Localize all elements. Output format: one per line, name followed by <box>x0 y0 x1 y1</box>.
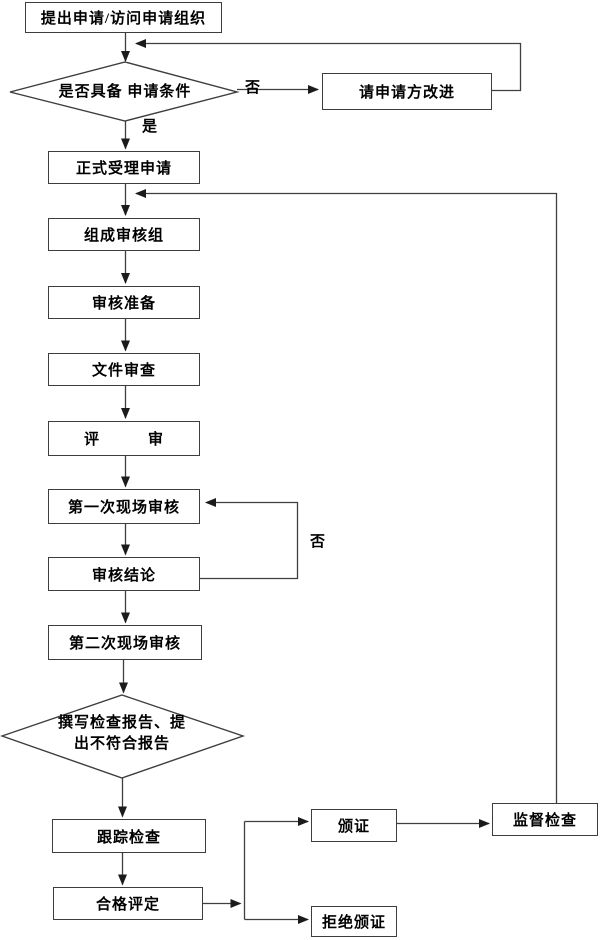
decision-condition-label: 是否具备 申请条件 <box>58 83 192 100</box>
node-supervise: 监督检查 <box>492 803 598 836</box>
node-assessment: 合格评定 <box>53 887 203 920</box>
decision-report-line2: 出不符合报告 <box>73 736 170 752</box>
edge-supervise-loop-back <box>135 189 558 803</box>
node-issue-certificate: 颁证 <box>311 809 397 842</box>
node-review: 评 审 <box>48 421 200 456</box>
node-first-audit: 第一次现场审核 <box>48 489 200 524</box>
node-second-audit: 第二次现场审核 <box>48 625 202 660</box>
edge-label-yes-condition: 是 <box>142 119 158 135</box>
edge-label-no-conclusion: 否 <box>310 534 326 550</box>
edge-label-no-condition: 否 <box>245 80 261 96</box>
node-doc-review: 文件审查 <box>48 353 200 386</box>
node-prepare: 审核准备 <box>48 286 200 319</box>
node-refuse-certificate: 拒绝颁证 <box>311 906 397 937</box>
decision-report-line1: 撰写检查报告、提 <box>57 715 186 731</box>
node-conclusion: 审核结论 <box>48 557 200 591</box>
node-follow-up: 跟踪检查 <box>52 819 206 853</box>
node-improve: 请申请方改进 <box>322 73 492 110</box>
node-apply: 提出申请/访问申请组织 <box>25 2 222 33</box>
edge-improve-loop-back <box>135 39 522 92</box>
edge-conclusion-loop-no <box>200 498 299 580</box>
decision-diamond-condition <box>9 61 240 122</box>
node-team: 组成审核组 <box>48 218 200 251</box>
decision-report-label: 撰写检查报告、提 出不符合报告 <box>27 711 217 757</box>
decision-diamond-report <box>0 694 246 779</box>
node-accept: 正式受理申请 <box>48 151 200 184</box>
